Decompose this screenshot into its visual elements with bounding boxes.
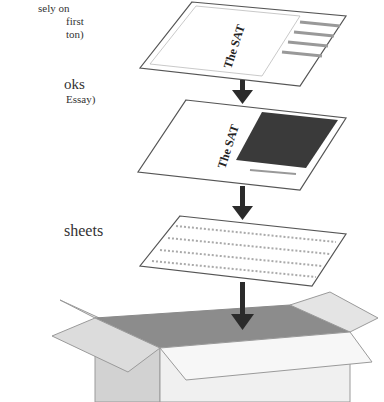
essay-book <box>138 100 346 190</box>
answer-sheet <box>140 216 346 286</box>
caption-fragment: first <box>66 15 84 27</box>
caption-fragment: sheets <box>64 222 103 240</box>
cardboard-box <box>52 292 378 402</box>
flow-arrow <box>231 80 254 330</box>
caption-fragment: sely on <box>38 2 69 14</box>
caption-fragment: Essay) <box>66 93 95 105</box>
caption-fragment: ton) <box>66 28 84 40</box>
caption-fragment: oks <box>64 76 85 93</box>
test-book <box>140 2 346 86</box>
